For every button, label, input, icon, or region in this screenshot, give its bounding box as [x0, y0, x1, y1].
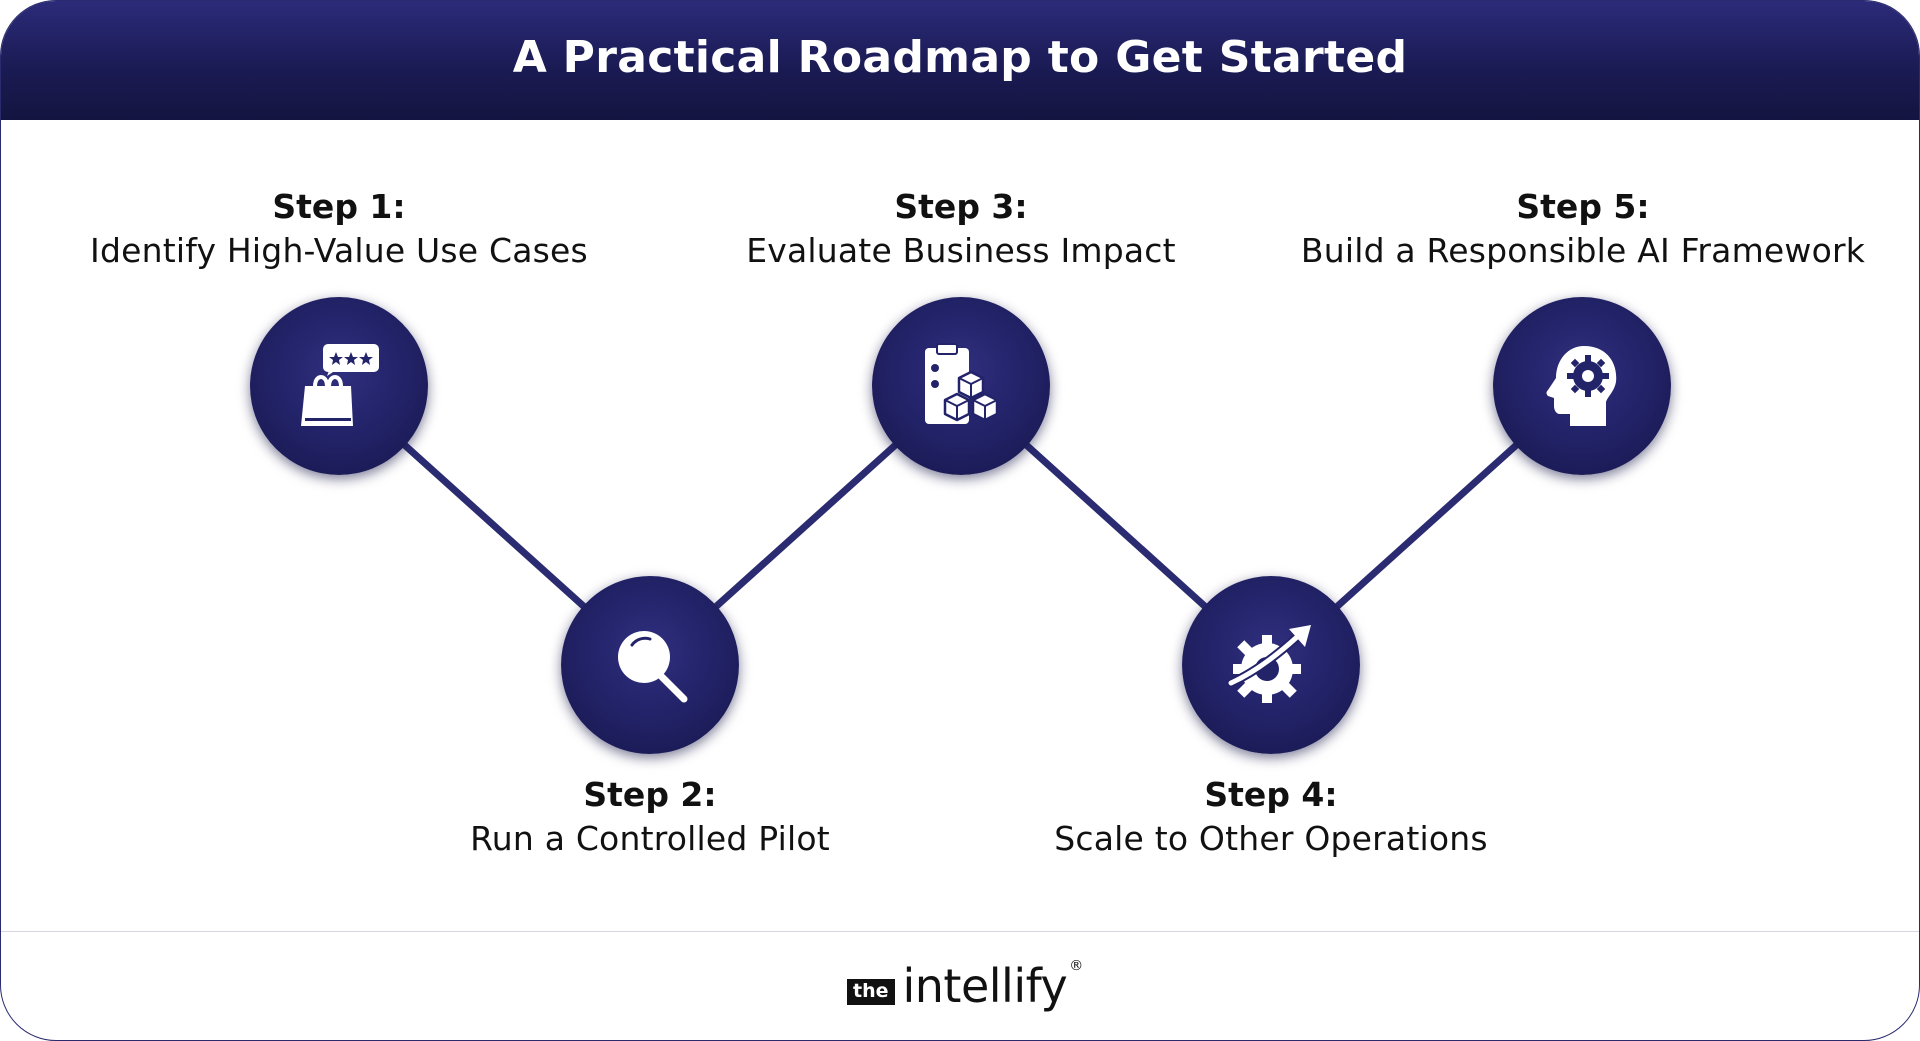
step-4-node	[1182, 576, 1360, 754]
footer-divider	[1, 931, 1919, 932]
step-2-number: Step 2:	[583, 775, 717, 814]
brand-logo: the intellify ®	[847, 956, 1083, 1016]
step-4-number: Step 4:	[1204, 775, 1338, 814]
step-4-label: Step 4: Scale to Other Operations	[961, 774, 1581, 862]
step-2-node	[561, 576, 739, 754]
page-title: A Practical Roadmap to Get Started	[512, 32, 1408, 83]
logo-badge: the	[847, 979, 895, 1005]
step-3-text: Evaluate Business Impact	[746, 231, 1176, 270]
step-3-node	[872, 297, 1050, 475]
gear-growth-arrow-icon	[1226, 625, 1311, 703]
step-5-label: Step 5: Build a Responsible AI Framework	[1273, 186, 1893, 274]
magnifier-icon	[618, 631, 688, 703]
step-4-text: Scale to Other Operations	[1054, 819, 1488, 858]
head-gear-icon	[1546, 346, 1617, 426]
clipboard-boxes-icon	[925, 343, 999, 424]
registered-mark: ®	[1069, 958, 1084, 974]
step-1-number: Step 1:	[272, 187, 406, 226]
step-5-text: Build a Responsible AI Framework	[1300, 231, 1866, 270]
step-1-text: Identify High-Value Use Cases	[90, 231, 588, 270]
step-5-node	[1493, 297, 1671, 475]
step-3-number: Step 3:	[894, 187, 1028, 226]
shopping-bag-rating-icon	[301, 344, 379, 426]
step-5-number: Step 5:	[1516, 187, 1650, 226]
logo-wordmark: intellify	[902, 959, 1068, 1013]
step-2-text: Run a Controlled Pilot	[470, 819, 830, 858]
header-bar: A Practical Roadmap to Get Started	[1, 1, 1919, 120]
step-2-label: Step 2: Run a Controlled Pilot	[340, 774, 960, 862]
step-1-label: Step 1: Identify High-Value Use Cases	[29, 186, 649, 274]
step-3-label: Step 3: Evaluate Business Impact	[651, 186, 1271, 274]
step-1-node	[250, 297, 428, 475]
